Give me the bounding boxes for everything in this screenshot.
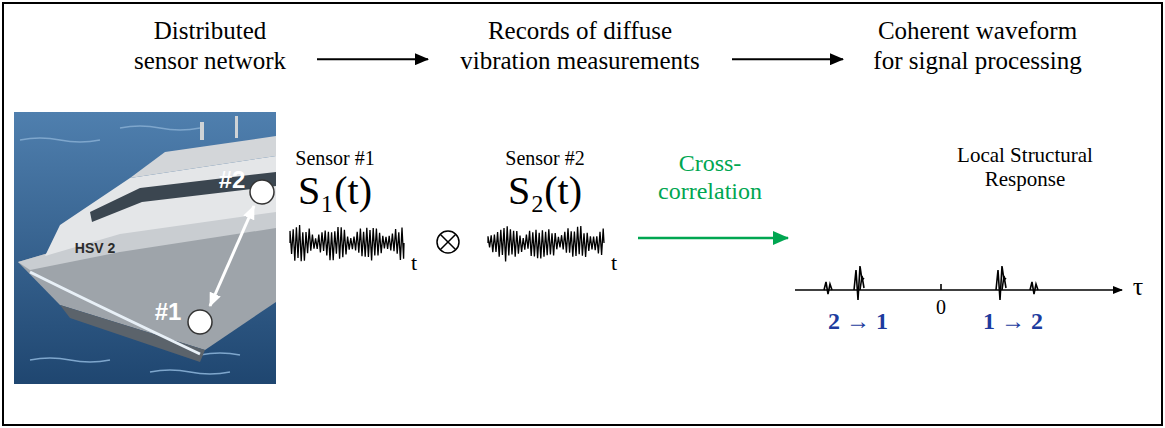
correlation-arrow bbox=[638, 237, 788, 240]
flow-arrow bbox=[732, 58, 843, 60]
step-text: Records of diffuse vibration measurement… bbox=[450, 16, 710, 76]
axis-origin: 0 bbox=[936, 296, 946, 319]
sensor-tag: #1 bbox=[155, 298, 182, 326]
hull-marking: HSV 2 bbox=[75, 240, 115, 256]
step-text: Distributed sensor network bbox=[125, 16, 295, 76]
step-node: Coherent waveform for signal processing bbox=[865, 16, 1090, 76]
signal-name: S₂(t) bbox=[508, 168, 582, 214]
ship-photo bbox=[14, 112, 276, 384]
step-node: Distributed sensor network bbox=[125, 16, 295, 76]
operation-label: Cross-correlation bbox=[648, 150, 773, 205]
axis-label: τ bbox=[1133, 272, 1143, 302]
sensor-name: Sensor #2 bbox=[505, 147, 584, 170]
direction-label: 1 → 2 bbox=[983, 308, 1043, 336]
response-pulses bbox=[824, 266, 1038, 300]
signal-name: S₁(t) bbox=[298, 168, 372, 214]
direction-label: 2 → 1 bbox=[828, 308, 888, 336]
axis-label: t bbox=[611, 250, 617, 275]
step-node: Records of diffuse vibration measurement… bbox=[450, 16, 710, 76]
step-text: Coherent waveform for signal processing bbox=[865, 16, 1090, 76]
sensor-name: Sensor #1 bbox=[295, 147, 374, 170]
flow-arrow bbox=[317, 58, 428, 60]
sensor-tag: #2 bbox=[219, 166, 246, 194]
signal-waveform bbox=[290, 225, 404, 261]
outer-frame bbox=[3, 3, 1162, 425]
convolution-symbol bbox=[437, 231, 459, 253]
output-title: Local Structural Response bbox=[925, 143, 1125, 191]
axis-label: t bbox=[411, 250, 417, 275]
signal-waveform bbox=[488, 226, 604, 261]
lag-axis bbox=[795, 289, 1122, 291]
